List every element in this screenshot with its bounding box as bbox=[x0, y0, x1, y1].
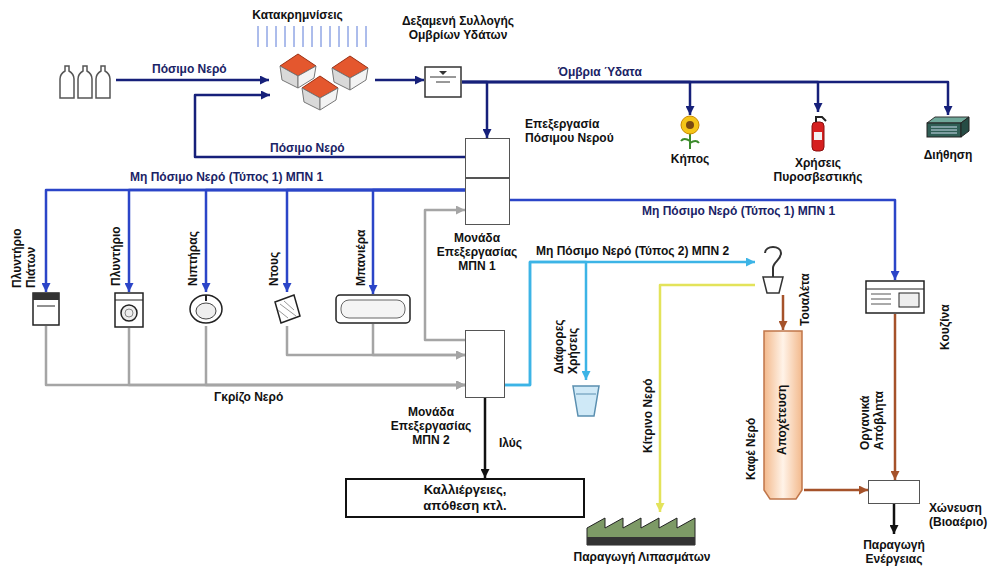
flow-connector bbox=[425, 210, 465, 340]
flow-label: Καφέ Νερό bbox=[744, 416, 758, 482]
houses-icon: Κατακρημνίσεις bbox=[270, 50, 375, 112]
node-label: Κουζίνα bbox=[938, 304, 952, 350]
node-label: Τουαλέτα bbox=[798, 273, 812, 326]
flow-connector bbox=[804, 489, 868, 492]
node-label: Κήπος bbox=[660, 152, 720, 166]
process-box: Μονάδα Επεξεργασίας ΜΠΝ 1 bbox=[465, 178, 510, 225]
node-label: Καλλιέργειες, απόθεση κτλ. bbox=[405, 482, 525, 514]
garden-icon bbox=[677, 115, 703, 149]
flow-connector bbox=[505, 262, 586, 385]
flow-connector bbox=[660, 285, 755, 512]
node-label: Διάφορες Χρήσεις bbox=[552, 308, 580, 374]
dishwasher-icon: Πλυντήριο Πιάτων bbox=[32, 292, 60, 326]
tank-icon bbox=[424, 66, 462, 98]
node-label: Διήθηση bbox=[915, 148, 981, 162]
flow-connector bbox=[129, 190, 465, 292]
sink-icon bbox=[188, 292, 224, 326]
flow-connector bbox=[129, 328, 465, 385]
process-box: Χώνευση (Βιοαέριο) bbox=[868, 480, 920, 504]
node-label: Χώνευση (Βιοαέριο) bbox=[929, 501, 1005, 529]
process-box: Επεξεργασία Πόσιμου Νερού bbox=[465, 138, 510, 178]
flow-connector bbox=[46, 190, 465, 292]
dishwasher-icon bbox=[32, 292, 60, 326]
tank-icon: Δεξαμενή Συλλογής Ομβρίων Υδάτων bbox=[424, 66, 462, 98]
output-text: Παραγωγή Ενέργειας bbox=[844, 534, 944, 570]
houses-icon bbox=[270, 50, 375, 112]
flow-label: Μη Πόσιμο Νερό (Τύπος 2) ΜΠΝ 2 bbox=[534, 244, 731, 258]
flow-connector bbox=[462, 82, 690, 115]
flow-connector bbox=[375, 79, 424, 82]
washer-icon: Πλυντήριο bbox=[114, 292, 144, 328]
kitchen-icon bbox=[865, 280, 925, 314]
shower-icon bbox=[272, 292, 302, 326]
factory-icon bbox=[585, 512, 700, 546]
flow-connector bbox=[484, 398, 487, 478]
uses-icon bbox=[570, 380, 602, 418]
flow-label: Όμβρια Ύδατα bbox=[556, 65, 644, 79]
node-label: Δεξαμενή Συλλογής Ομβρίων Υδάτων bbox=[388, 14, 528, 42]
node-label: Χρήσεις Πυροσβεστικής bbox=[763, 156, 873, 184]
flow-connector bbox=[782, 295, 785, 330]
node-label: Ντους bbox=[267, 252, 281, 286]
flow-label: Κίτρινο Νερό bbox=[641, 376, 655, 455]
node-label: Αποχέτευση bbox=[775, 385, 789, 455]
node-label: Παραγωγή Ενέργειας bbox=[852, 538, 936, 566]
potable-water-line bbox=[116, 79, 269, 82]
flow-label: Μη Πόσιμο Νερό (Τύπος 1) ΜΠΝ 1 bbox=[640, 204, 837, 218]
sewer-column: Αποχέτευση bbox=[762, 330, 804, 500]
flow-connector bbox=[894, 314, 897, 480]
rain-lines bbox=[258, 26, 366, 47]
flow-connector bbox=[505, 262, 755, 385]
garden-icon: Κήπος bbox=[677, 115, 703, 149]
flow-label: Ιλύς bbox=[497, 436, 524, 450]
uses-icon: Διάφορες Χρήσεις bbox=[570, 380, 602, 418]
flow-connector bbox=[510, 200, 895, 280]
extinguisher-icon bbox=[808, 112, 828, 152]
flow-connector bbox=[373, 190, 465, 294]
toilet-icon: Τουαλέτα bbox=[755, 245, 791, 295]
flow-connector bbox=[287, 190, 465, 292]
infiltration-icon bbox=[925, 115, 971, 141]
flow-label: Γκρίζο Νερό bbox=[212, 390, 285, 404]
node-label: Επεξεργασία Πόσιμου Νερού bbox=[525, 117, 635, 145]
node-label: Μονάδα Επεξεργασίας ΜΠΝ 2 bbox=[385, 405, 477, 447]
flow-connector bbox=[462, 82, 818, 112]
shower-icon: Ντους bbox=[272, 292, 302, 326]
process-box: Μονάδα Επεξεργασίας ΜΠΝ 2 bbox=[465, 330, 505, 398]
bathtub-icon bbox=[335, 294, 411, 324]
node-label: Μονάδα Επεξεργασίας ΜΠΝ 1 bbox=[432, 231, 522, 273]
node-label: Παραγωγή Λιπασμάτων bbox=[567, 550, 717, 564]
flow-connector bbox=[462, 82, 948, 115]
flow-connector bbox=[462, 82, 487, 138]
extinguisher-icon: Χρήσεις Πυροσβεστικής bbox=[808, 112, 828, 152]
node-label: Νιπτήρας bbox=[186, 231, 200, 286]
toilet-icon bbox=[755, 245, 791, 295]
output-box: Καλλιέργειες, απόθεση κτλ. bbox=[345, 478, 585, 518]
bathtub-icon: Μπανιέρα bbox=[335, 294, 411, 324]
node-label: Κατακρημνίσεις bbox=[240, 8, 355, 22]
sink-icon: Νιπτήρας bbox=[188, 292, 224, 326]
node-label: Πλυντήριο bbox=[109, 226, 123, 286]
node-label: Μπανιέρα bbox=[354, 230, 368, 286]
flow-label: Πόσιμο Νερό bbox=[150, 62, 229, 76]
factory-icon: Παραγωγή Λιπασμάτων bbox=[585, 512, 700, 546]
node-label: Πλυντήριο Πιάτων bbox=[10, 216, 38, 288]
flow-label: Οργανικά Απόβλητα bbox=[858, 373, 886, 452]
flow-connector bbox=[893, 504, 896, 534]
washer-icon bbox=[114, 292, 144, 328]
flow-label: Πόσιμο Νερό bbox=[268, 141, 347, 155]
infiltration-icon: Διήθηση bbox=[925, 115, 971, 141]
water-bottles bbox=[60, 66, 110, 98]
kitchen-icon: Κουζίνα bbox=[865, 280, 925, 314]
flow-label: Μη Πόσιμο Νερό (Τύπος 1) ΜΠΝ 1 bbox=[128, 170, 325, 184]
